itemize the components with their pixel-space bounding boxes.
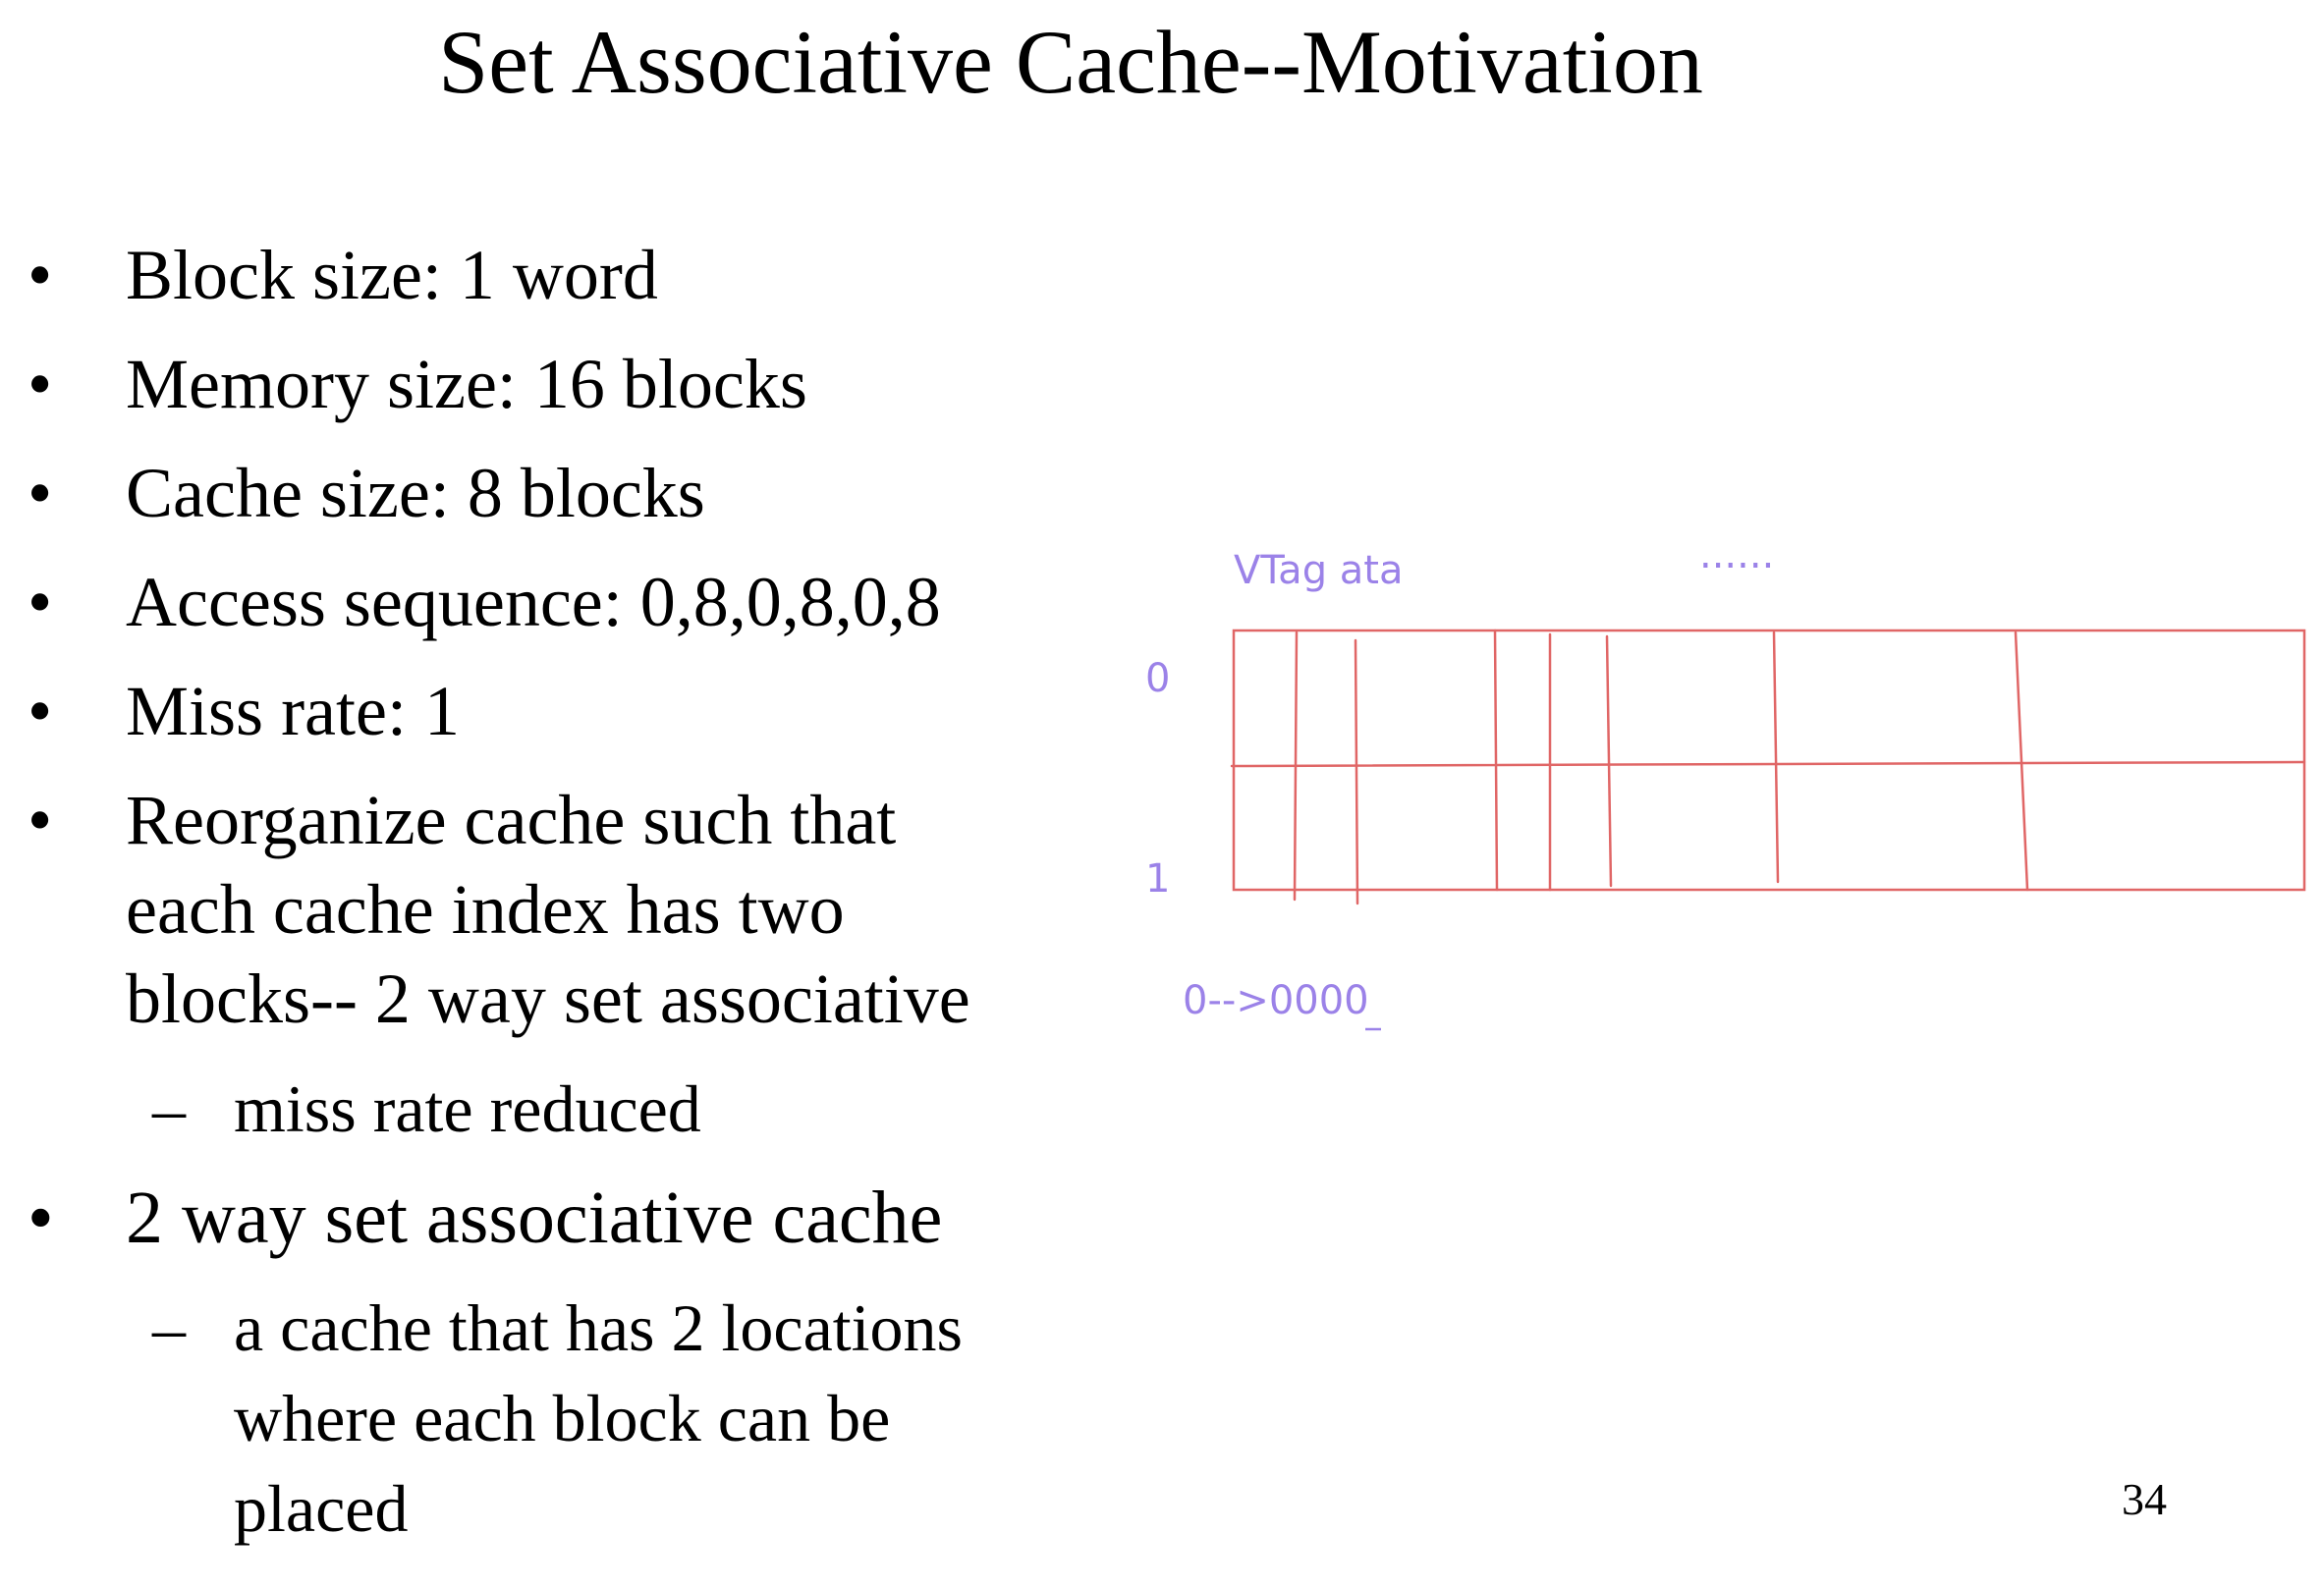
sub-bullet-text: a cache that has 2 locations where each …	[234, 1283, 1080, 1554]
row-index-1: 1	[1145, 856, 1171, 902]
bullet-text: 2 way set associative cache	[126, 1177, 943, 1259]
bullet-text: Reorganize cache such that each cache in…	[126, 776, 1080, 1044]
bullet-item: • Memory size: 16 blocks	[0, 340, 1080, 429]
row-index-0: 0	[1145, 656, 1171, 701]
bullet-marker: •	[28, 1177, 54, 1259]
cache-grid-sketch	[1230, 629, 2306, 1031]
bullet-item: • Cache size: 8 blocks	[0, 449, 1080, 538]
sub-bullet-item: – a cache that has 2 locations where eac…	[0, 1283, 1080, 1554]
bullet-line: Reorganize cache such that	[126, 781, 897, 859]
bullet-item: • Miss rate: 1	[0, 667, 1080, 756]
cache-grid-column-line	[1772, 630, 1780, 884]
sub-bullet-marker: –	[152, 1071, 186, 1146]
ellipsis-mark: ......	[1699, 532, 1775, 577]
bullet-line: each cache index has two	[126, 870, 845, 949]
bullet-marker: •	[28, 672, 53, 750]
sub-bullet-marker: –	[152, 1290, 186, 1365]
bullet-item: • Reorganize cache such that each cache …	[0, 776, 1080, 1044]
bullet-item: • Access sequence: 0,8,0,8,0,8	[0, 558, 1080, 647]
bullet-text: Memory size: 16 blocks	[126, 345, 807, 423]
cache-grid-outline	[1232, 629, 2306, 892]
bullet-marker: •	[28, 563, 53, 641]
bullet-line: blocks-- 2 way set associative	[126, 959, 970, 1038]
mapping-note: 0-->0000	[1183, 978, 1369, 1023]
cache-header-label: VTag ata	[1234, 548, 1404, 593]
bullet-text: Cache size: 8 blocks	[126, 454, 705, 532]
bullet-item: • Block size: 1 word	[0, 231, 1080, 320]
bullet-line: a cache that has 2 locations	[234, 1290, 964, 1365]
sub-bullet-item: – miss rate reduced	[0, 1064, 1080, 1154]
page-number: 34	[2122, 1474, 2167, 1524]
bullet-marker: •	[28, 345, 53, 423]
cache-grid-column-line	[1354, 638, 1359, 905]
sub-bullet-text: miss rate reduced	[234, 1071, 701, 1146]
bullet-text: Miss rate: 1	[126, 672, 460, 750]
bullet-line: placed	[234, 1471, 409, 1546]
handwritten-cache-diagram: VTag ata ...... 0 1 0-->0000	[1130, 530, 2324, 1061]
bullet-marker: •	[28, 781, 53, 859]
bullet-text: Access sequence: 0,8,0,8,0,8	[126, 563, 941, 641]
slide-title: Set Associative Cache--Motivation	[438, 12, 1703, 112]
bullet-marker: •	[28, 454, 53, 532]
cache-grid-column-line	[2014, 630, 2029, 892]
bullet-list: • Block size: 1 word • Memory size: 16 b…	[0, 231, 1080, 1573]
bullet-item: • 2 way set associative cache	[0, 1174, 1080, 1263]
bullet-line: where each block can be	[234, 1381, 891, 1455]
bullet-marker: •	[28, 236, 53, 314]
cache-grid-column-line	[1605, 634, 1613, 888]
cache-grid-column-line	[1293, 630, 1299, 902]
bullet-text: Block size: 1 word	[126, 236, 658, 314]
cache-grid-column-line	[1493, 629, 1499, 892]
cache-grid-row-divider	[1230, 760, 2306, 768]
